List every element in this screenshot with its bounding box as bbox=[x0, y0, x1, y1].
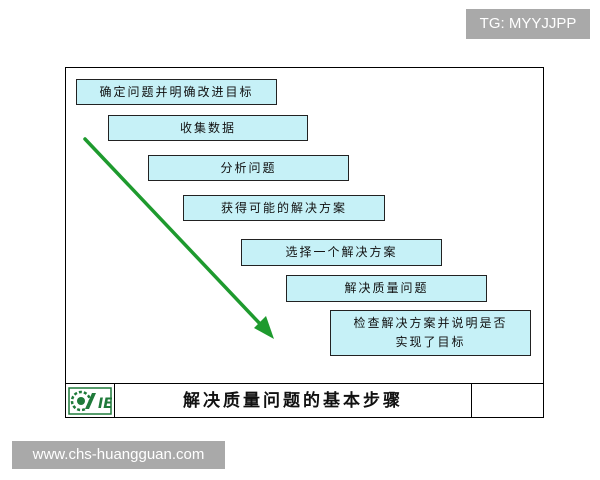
step-label-1: 确定问题并明确改进目标 bbox=[99, 84, 254, 99]
watermark-url-badge: www.chs-huangguan.com bbox=[12, 441, 225, 469]
step-box-6: 解决质量问题 bbox=[286, 275, 487, 302]
step-label-3: 分析问题 bbox=[220, 160, 277, 175]
step-label-7-line-2: 实现了目标 bbox=[395, 335, 466, 349]
step-label-4: 获得可能的解决方案 bbox=[220, 200, 347, 215]
step-label-6: 解决质量问题 bbox=[344, 281, 429, 295]
step-box-1: 确定问题并明确改进目标 bbox=[76, 79, 277, 105]
step-box-7: 检查解决方案并说明是否 实现了目标 bbox=[330, 310, 531, 356]
footer-empty-cell bbox=[472, 384, 544, 418]
step-label-2: 收集数据 bbox=[179, 120, 236, 135]
watermark-tg-badge: TG: MYYJJPP bbox=[466, 9, 590, 39]
step-box-5: 选择一个解决方案 bbox=[241, 239, 442, 266]
footer-logo: IE bbox=[65, 384, 115, 418]
logo-text: IE bbox=[98, 396, 112, 412]
footer-title: 解决质量问题的基本步骤 bbox=[115, 384, 472, 418]
footer-bar: IE 解决质量问题的基本步骤 bbox=[65, 383, 544, 418]
gear-ie-logo-icon: IE bbox=[67, 387, 112, 415]
step-box-2: 收集数据 bbox=[108, 115, 308, 141]
step-box-3: 分析问题 bbox=[148, 155, 349, 181]
step-label-5: 选择一个解决方案 bbox=[285, 245, 398, 259]
step-label-7-line-1: 检查解决方案并说明是否 bbox=[353, 316, 508, 330]
step-box-4: 获得可能的解决方案 bbox=[183, 195, 385, 221]
